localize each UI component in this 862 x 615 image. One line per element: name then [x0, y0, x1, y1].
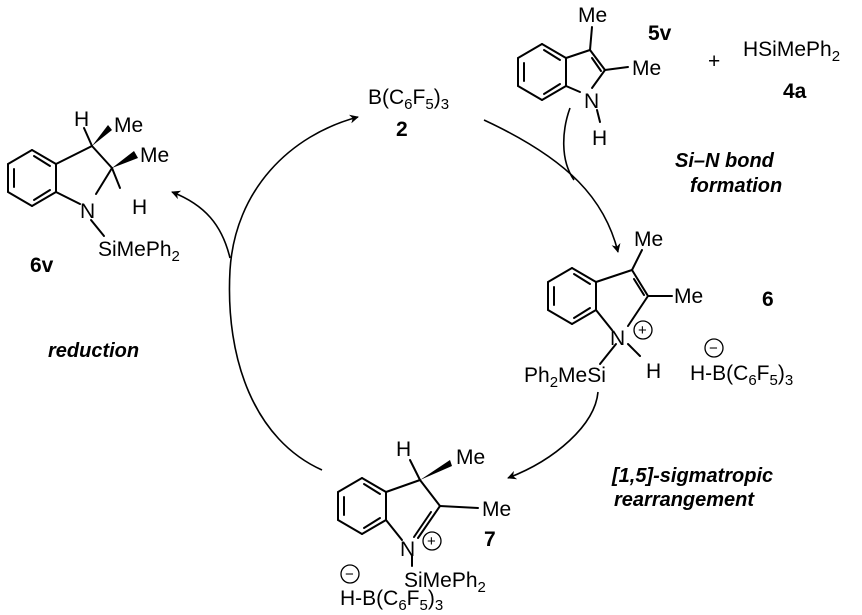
- compound-label-7: 7: [484, 528, 496, 551]
- product-6v-bonds: [7, 127, 121, 237]
- intermediate-7-silyl: SiMePh2: [404, 569, 486, 596]
- compound-label-6v: 6v: [30, 254, 54, 277]
- cycle-arrows: [171, 107, 621, 480]
- intermediate-6-me-right: Me: [674, 285, 703, 308]
- compound-label-6: 6: [762, 288, 774, 311]
- intermediate-6-bonds: [547, 249, 673, 365]
- arrow-to-catalyst: [229, 114, 359, 271]
- condition-rearrangement-line1: [1,5]-sigmatropic: [611, 465, 773, 487]
- indole-5v-bonds: [517, 26, 629, 123]
- compound-label-4a: 4a: [783, 80, 807, 103]
- intermediate-7-me-top: Me: [456, 446, 485, 469]
- compound-label-5v: 5v: [648, 22, 672, 45]
- indole-5v-n: N: [584, 90, 599, 113]
- product-6v-h-right: H: [132, 196, 147, 219]
- catalyst-formula: B(C6F5)3: [368, 86, 449, 113]
- product-6v-h-top: H: [74, 108, 89, 131]
- intermediate-6-anion: H-B(C6F5)3: [690, 362, 793, 389]
- product-6v-n: N: [80, 200, 95, 223]
- condition-rearrangement-line2: rearrangement: [614, 489, 755, 511]
- intermediate-7-minus: −: [345, 566, 354, 583]
- arrow-rearrangement: [507, 391, 599, 480]
- intermediate-6-me-top: Me: [634, 228, 663, 251]
- intermediate-7-plus: +: [427, 533, 436, 550]
- compound-label-2: 2: [396, 118, 408, 141]
- intermediate-7-minus-circle: [340, 564, 360, 584]
- arrow-indole-entry: [562, 107, 575, 181]
- product-6v-me-right: Me: [140, 144, 169, 167]
- intermediate-6-n: N: [610, 327, 625, 350]
- arrow-product-release: [171, 190, 231, 259]
- arrow-si-n-bond-formation: [483, 119, 621, 253]
- arrow-reduction-cycle: [228, 269, 323, 471]
- catalyst-2: B(C6F5)3 2: [368, 86, 449, 141]
- indole-5v: Me Me N H 5v: [517, 4, 672, 150]
- intermediate-6-minus: −: [709, 340, 718, 357]
- indole-5v-h: H: [592, 127, 607, 150]
- intermediate-7-wedge: [420, 460, 452, 480]
- intermediate-6-silyl: Ph2MeSi: [524, 364, 606, 391]
- condition-reduction: reduction: [48, 340, 139, 362]
- intermediate-6-plus-circle: [633, 320, 653, 340]
- condition-si-n-bond-formation-line2: formation: [690, 175, 782, 197]
- product-6v-wedge-right: [112, 151, 138, 168]
- intermediate-6-plus: +: [638, 322, 647, 339]
- intermediate-7-bonds: [337, 459, 479, 567]
- intermediate-7-anion: H-B(C6F5)3: [340, 587, 443, 614]
- intermediate-6-h: H: [646, 360, 661, 383]
- indole-5v-me-top: Me: [578, 4, 607, 27]
- silane-4a: + HSiMePh2 4a: [708, 38, 840, 103]
- intermediate-7-h: H: [396, 438, 411, 461]
- condition-si-n-bond-formation-line1: Si–N bond: [675, 150, 775, 172]
- product-6v-wedge-top: [92, 125, 112, 146]
- product-6v-silyl: SiMePh2: [98, 238, 180, 265]
- silane-formula: HSiMePh2: [743, 38, 840, 65]
- intermediate-7: H Me Me N + SiMePh2 − H-B(C6F5)3 7: [337, 438, 511, 614]
- plus-sign: +: [708, 50, 720, 73]
- product-6v: H Me Me H N SiMePh2 6v: [7, 108, 180, 277]
- indole-5v-me-right: Me: [632, 57, 661, 80]
- product-6v-me-top: Me: [114, 114, 143, 137]
- intermediate-7-plus-circle: [422, 531, 442, 551]
- intermediate-7-n: N: [400, 538, 415, 561]
- intermediate-6: Me Me N + H Ph2MeSi − H-B(C6F5)3 6: [524, 228, 793, 391]
- intermediate-7-me-right: Me: [482, 498, 511, 521]
- intermediate-6-minus-circle: [704, 338, 724, 358]
